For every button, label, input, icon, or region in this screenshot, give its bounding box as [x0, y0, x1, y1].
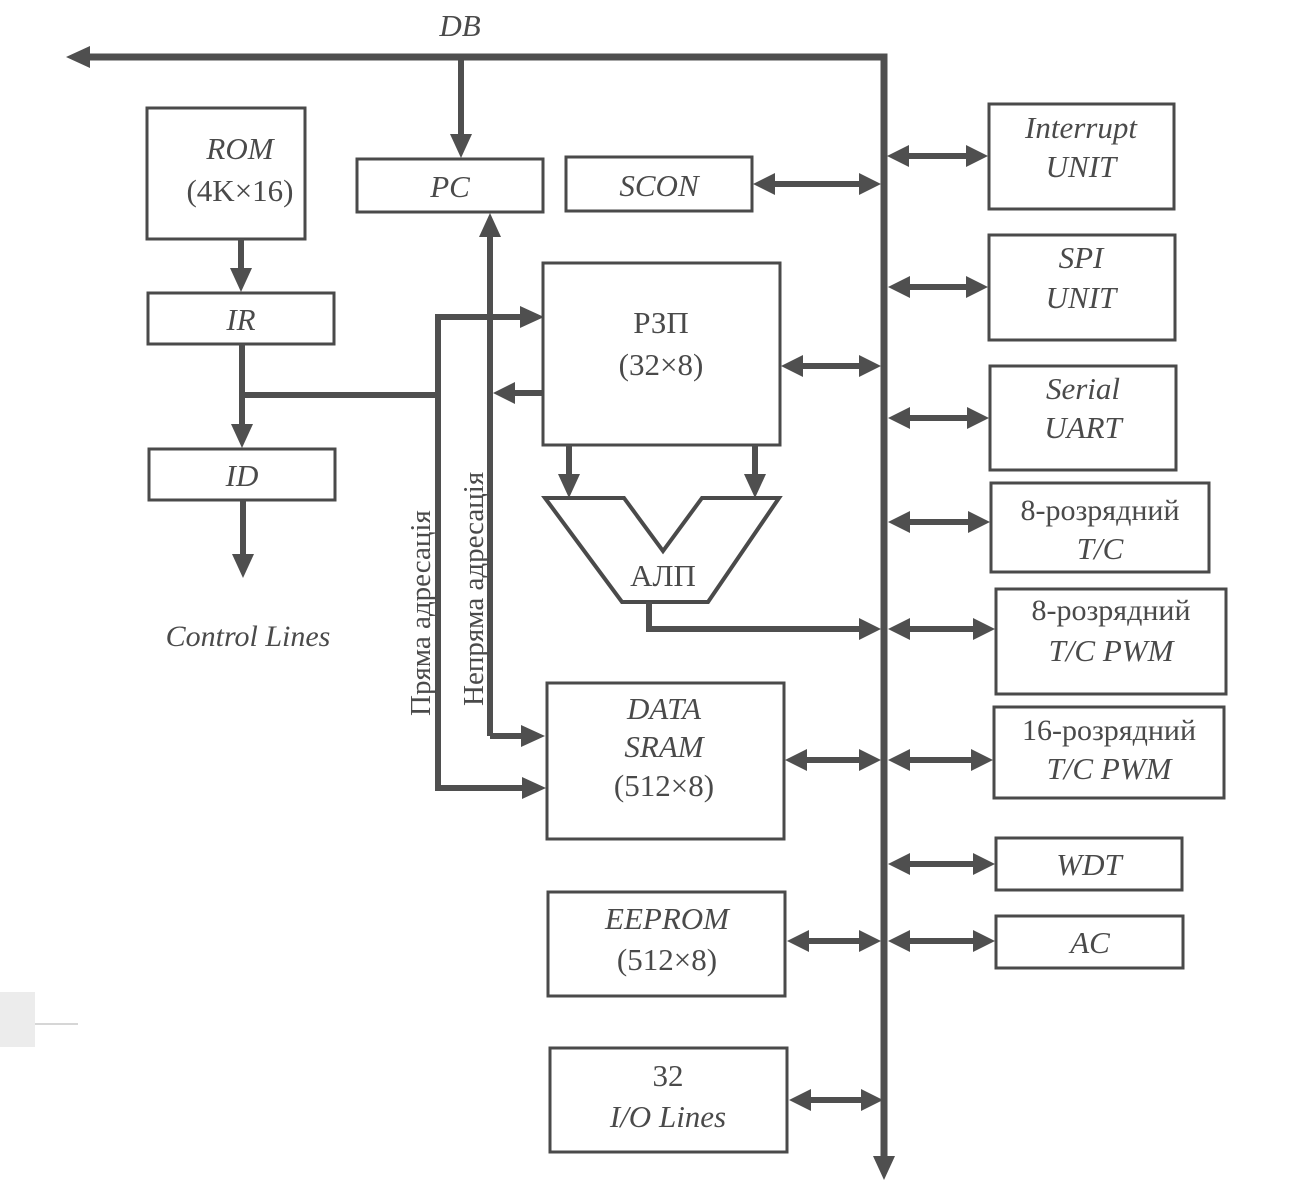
- timer-8bit-label-2: T/C: [1077, 531, 1124, 566]
- interrupt-unit-block: Interrupt UNIT: [987, 102, 1176, 211]
- timer-16bit-pwm-block: 16-розрядний T/C PWM: [992, 705, 1226, 800]
- register-file-to-alu-arrows: [558, 445, 766, 498]
- data-sram-block: DATA SRAM (512×8): [545, 681, 786, 841]
- ir-to-id-arrow: [231, 344, 440, 448]
- bus-left-arrowhead: [66, 46, 90, 68]
- bus-bottom-arrowhead: [873, 1156, 895, 1180]
- pc-block: PC: [355, 157, 545, 214]
- eeprom-size: (512×8): [617, 942, 717, 977]
- timer-8bit-block: 8-розрядний T/C: [989, 481, 1211, 574]
- io-lines-bus-arrow: [789, 1089, 883, 1111]
- ac-bus-arrow: [888, 930, 995, 952]
- eeprom-bus-arrow: [787, 930, 881, 952]
- data-sram-bus-arrow: [785, 749, 881, 771]
- register-file-bus-arrow: [781, 355, 881, 377]
- wdt-label: WDT: [1056, 847, 1124, 882]
- timer-8bit-label-1: 8-розрядний: [1020, 494, 1179, 527]
- data-bus-line: [80, 53, 888, 1160]
- indirect-to-sram-arrowhead: [521, 725, 545, 747]
- timer-16bit-pwm-label-2: T/C PWM: [1047, 751, 1174, 786]
- interrupt-unit-bus-arrow: [887, 145, 988, 167]
- serial-uart-label-1: Serial: [1046, 371, 1120, 406]
- control-lines-label: Control Lines: [166, 620, 331, 653]
- alu-block: АЛП: [541, 496, 783, 604]
- id-label: ID: [225, 458, 259, 493]
- direct-to-rzp-arrowhead: [520, 306, 544, 328]
- timer-8bit-pwm-label-2: T/C PWM: [1049, 633, 1176, 668]
- spi-unit-bus-arrow: [888, 276, 988, 298]
- scan-artifact: [0, 992, 35, 1047]
- interrupt-unit-label-2: UNIT: [1046, 149, 1119, 184]
- rom-block: ROM (4K×16): [145, 106, 307, 241]
- rom-size: (4K×16): [186, 173, 293, 208]
- io-lines-label: I/O Lines: [609, 1099, 726, 1134]
- rzp-to-indirect-arrowhead: [493, 382, 515, 404]
- bus-to-pc-arrow: [450, 57, 472, 158]
- ir-block: IR: [146, 291, 336, 346]
- ir-label: IR: [225, 302, 255, 337]
- data-sram-size: (512×8): [614, 768, 714, 803]
- data-bus: DB: [66, 8, 895, 1180]
- io-lines-block: 32 I/O Lines: [548, 1046, 789, 1154]
- data-sram-label-1: DATA: [626, 691, 702, 726]
- serial-uart-bus-arrow: [888, 407, 989, 429]
- indirect-to-pc-arrowhead: [479, 213, 501, 237]
- eeprom-label: EEPROM: [604, 901, 731, 936]
- eeprom-block: EEPROM (512×8): [546, 890, 787, 998]
- pc-label: PC: [429, 169, 470, 204]
- serial-uart-label-2: UART: [1044, 410, 1124, 445]
- timer-8bit-pwm-bus-arrow: [888, 618, 995, 640]
- direct-to-sram-arrowhead: [522, 777, 546, 799]
- id-to-control-lines-arrow: [232, 500, 254, 578]
- register-file-size: (32×8): [619, 347, 704, 382]
- rom-to-ir-arrow: [230, 239, 252, 292]
- data-sram-label-2: SRAM: [624, 729, 705, 764]
- direct-addressing-line: [435, 306, 546, 799]
- wdt-bus-arrow: [888, 853, 995, 875]
- wdt-block: WDT: [994, 836, 1184, 892]
- serial-uart-block: Serial UART: [988, 364, 1178, 472]
- rom-label: ROM: [205, 131, 275, 166]
- timer-8bit-bus-arrow: [888, 511, 990, 533]
- timer-8bit-pwm-label-1: 8-розрядний: [1031, 594, 1190, 627]
- direct-addressing-label: Пряма адресація: [405, 510, 437, 716]
- spi-unit-label-2: UNIT: [1046, 280, 1119, 315]
- scon-block: SCON: [564, 155, 754, 213]
- scon-bus-arrow: [753, 173, 881, 195]
- indirect-addressing-label: Непряма адресація: [458, 472, 490, 706]
- bus-label: DB: [438, 8, 480, 43]
- ac-block: AC: [994, 914, 1185, 970]
- register-file-block: РЗП (32×8): [541, 261, 782, 447]
- alu-to-bus-arrow: [646, 602, 881, 640]
- timer-8bit-pwm-block: 8-розрядний T/C PWM: [994, 587, 1228, 696]
- spi-unit-label-1: SPI: [1059, 240, 1105, 275]
- register-file-label: РЗП: [633, 305, 689, 340]
- timer-16bit-pwm-label-1: 16-розрядний: [1022, 714, 1196, 747]
- alu-label: АЛП: [630, 558, 696, 593]
- id-block: ID: [147, 447, 337, 502]
- ac-label: AC: [1068, 925, 1110, 960]
- scon-label: SCON: [619, 168, 701, 203]
- timer-16bit-pwm-bus-arrow: [888, 749, 993, 771]
- io-lines-count: 32: [653, 1058, 684, 1093]
- spi-unit-block: SPI UNIT: [987, 233, 1177, 342]
- interrupt-unit-label-1: Interrupt: [1024, 110, 1138, 145]
